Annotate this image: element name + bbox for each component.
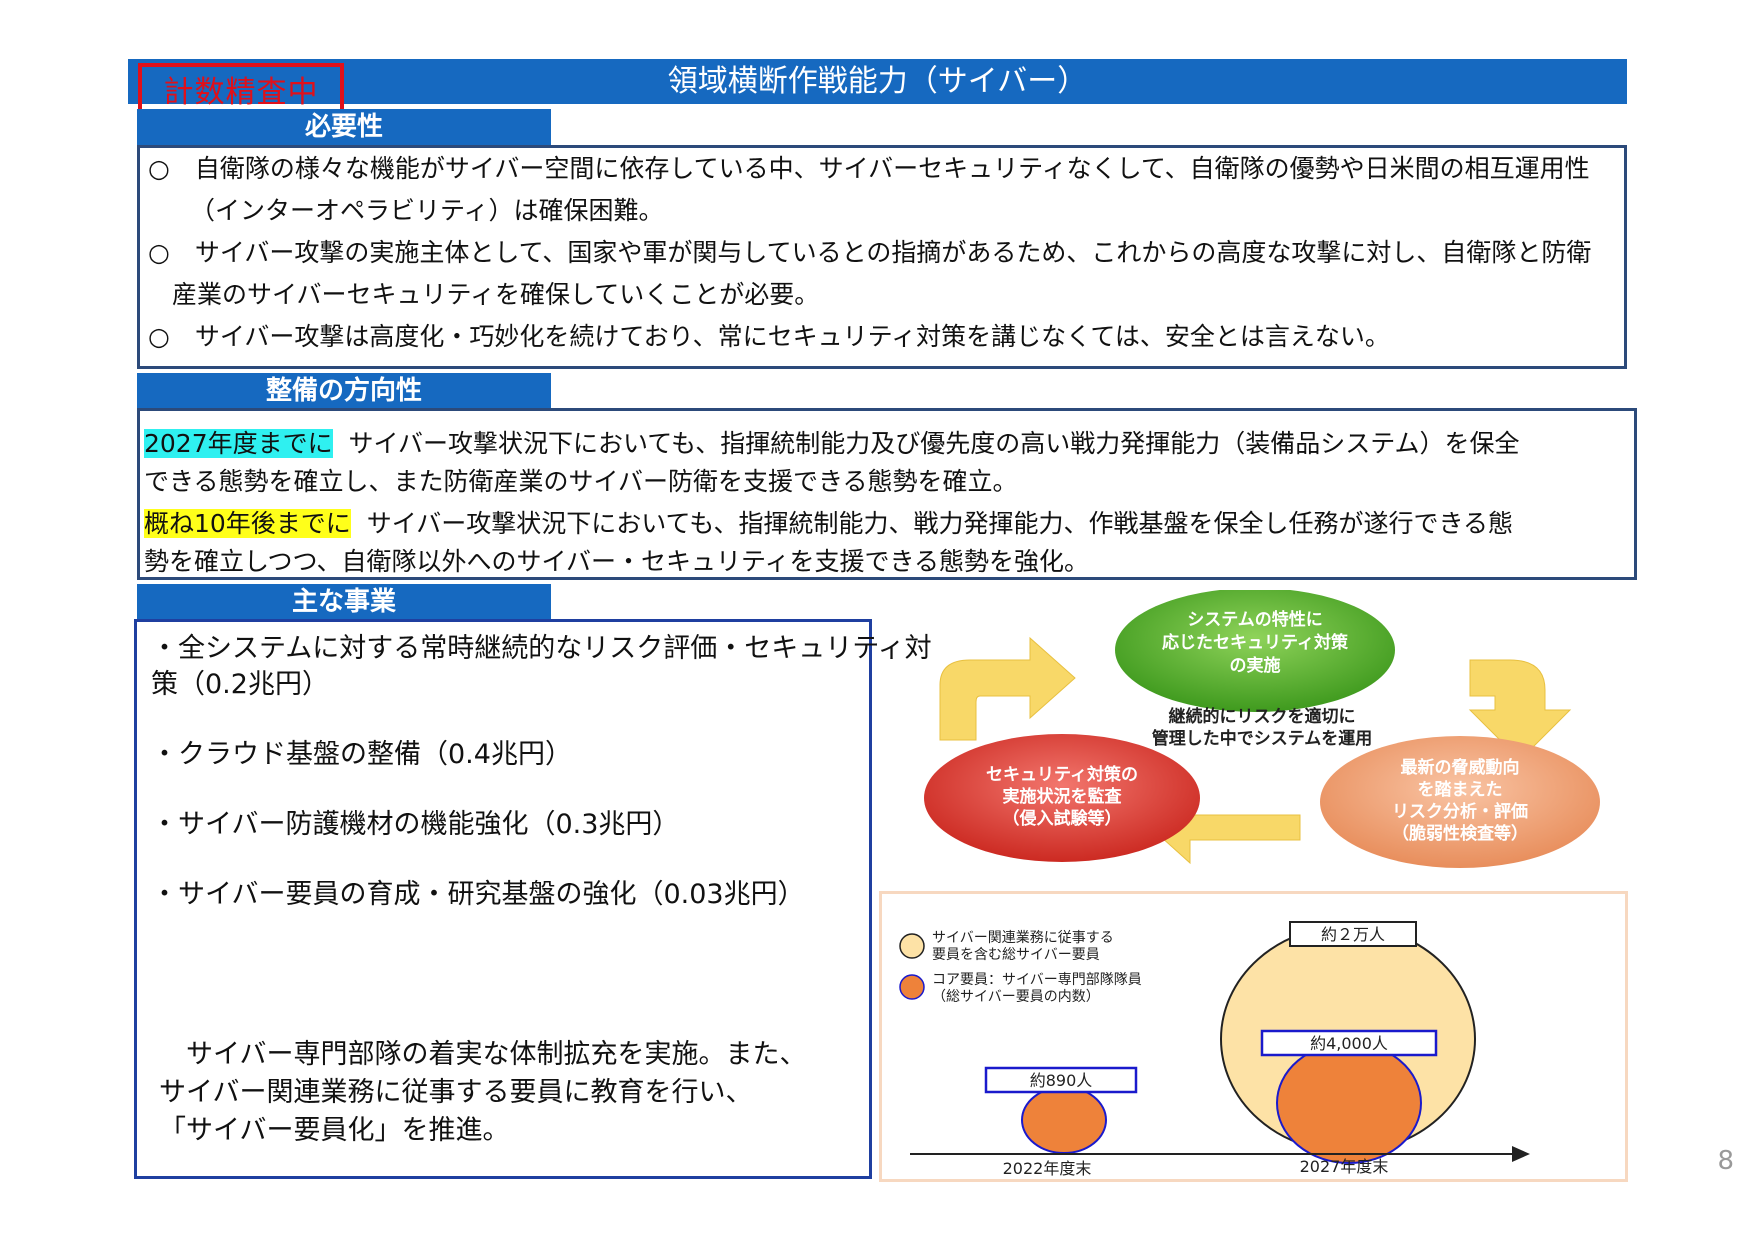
time-axis-arrowhead bbox=[1512, 1146, 1530, 1162]
direction-p2-line1: 概ね10年後までに サイバー攻撃状況下においても、指揮統制能力、戦力発揮能力、作… bbox=[144, 509, 1513, 538]
label-box-core-2022 bbox=[984, 1066, 1138, 1094]
direction-box: 2027年度までに サイバー攻撃状況下においても、指揮統制能力及び優先度の高い戦… bbox=[137, 408, 1637, 580]
label-total-2027: 約２万人 bbox=[1321, 925, 1385, 944]
necessity-line-1: ○ 自衛隊の様々な機能がサイバー空間に依存している中、サイバーセキュリティなくし… bbox=[148, 154, 1590, 183]
page-title: 領域横断作戦能力（サイバー） bbox=[667, 64, 1088, 99]
label-box-core-2027 bbox=[1260, 1029, 1438, 1057]
cycle-right-line-1: 最新の脅威動向 bbox=[1401, 757, 1520, 778]
personnel-panel: サイバー関連業務に従事する要員を含む総サイバー要員 コア要員：サイバー専門部隊隊… bbox=[879, 891, 1628, 1182]
necessity-line-2: （インターオペラビリティ）は確保困難。 bbox=[190, 196, 664, 225]
necessity-line-5: ○ サイバー攻撃は高度化・巧妙化を続けており、常にセキュリティ対策を講じなくては… bbox=[148, 322, 1390, 351]
section-heading-direction: 整備の方向性 bbox=[137, 373, 551, 409]
section-heading-necessity: 必要性 bbox=[137, 109, 551, 145]
cycle-center-line-2: 管理した中でシステムを運用 bbox=[1152, 728, 1373, 749]
project-item-1-cont: 策（0.2兆円） bbox=[151, 669, 329, 700]
cycle-center-line-1: 継続的にリスクを適切に bbox=[1169, 706, 1356, 727]
project-item-3: ・サイバー防護機材の機能強化（0.3兆円） bbox=[151, 809, 680, 840]
cycle-left-line-2: 実施状況を監査 bbox=[1003, 786, 1123, 807]
page-number: 8 bbox=[1717, 1146, 1734, 1176]
project-item-4: ・サイバー要員の育成・研究基盤の強化（0.03兆円） bbox=[151, 879, 805, 910]
direction-p2-line2: 勢を確立しつつ、自衛隊以外へのサイバー・セキュリティを支援できる態勢を強化。 bbox=[144, 547, 1090, 576]
note-line-1: サイバー専門部隊の着実な体制拡充を実施。また、 bbox=[159, 1039, 807, 1070]
cycle-top-line-2: 応じたセキュリティ対策 bbox=[1162, 632, 1349, 653]
cycle-right-line-2: を踏まえた bbox=[1418, 780, 1503, 800]
highlight-2027: 2027年度までに bbox=[144, 429, 333, 458]
cycle-right-line-3: リスク分析・評価 bbox=[1392, 801, 1528, 822]
cycle-right-line-4: （脆弱性検査等） bbox=[1392, 823, 1528, 844]
cycle-left-line-3: （侵入試験等） bbox=[1003, 808, 1122, 829]
label-core-2027: 約4,000人 bbox=[1310, 1034, 1388, 1053]
legend-total-swatch bbox=[899, 933, 925, 959]
necessity-box: ○ 自衛隊の様々な機能がサイバー空間に依存している中、サイバーセキュリティなくし… bbox=[137, 145, 1627, 369]
arrow-right-down bbox=[1468, 659, 1572, 761]
circle-top-green bbox=[1115, 590, 1395, 712]
label-core-2022: 約890人 bbox=[1030, 1071, 1093, 1090]
circle-core-2022 bbox=[1021, 1086, 1107, 1154]
cycle-top-line-3: の実施 bbox=[1230, 655, 1281, 676]
projects-box: ・全システムに対する常時継続的なリスク評価・セキュリティ対 策（0.2兆円） ・… bbox=[134, 619, 932, 1179]
section-heading-projects: 主な事業 bbox=[137, 584, 551, 620]
cycle-left-line-1: セキュリティ対策の bbox=[986, 764, 1138, 785]
legend-core-text: コア要員：サイバー専門部隊隊員（総サイバー要員の内数） bbox=[932, 972, 1142, 1005]
direction-p1-line2: できる態勢を確立し、また防衛産業のサイバー防衛を支援できる態勢を確立。 bbox=[144, 467, 1018, 496]
label-box-total-2027 bbox=[1289, 921, 1417, 947]
circle-core-2027 bbox=[1276, 1042, 1422, 1164]
direction-p1-line1: 2027年度までに サイバー攻撃状況下においても、指揮統制能力及び優先度の高い戦… bbox=[144, 429, 1520, 458]
legend-core-swatch bbox=[899, 974, 925, 1000]
project-item-2: ・クラウド基盤の整備（0.4兆円） bbox=[151, 739, 572, 770]
circle-left-red bbox=[924, 734, 1200, 862]
necessity-line-3: ○ サイバー攻撃の実施主体として、国家や軍が関与しているとの指摘があるため、これ… bbox=[148, 238, 1592, 267]
axis-label-2022: 2022年度末 bbox=[1003, 1159, 1092, 1178]
legend-core-line-2: （総サイバー要員の内数） bbox=[932, 989, 1100, 1005]
arrow-left-up bbox=[939, 636, 1076, 741]
note-line-2: サイバー関連業務に従事する要員に教育を行い、 bbox=[159, 1077, 753, 1108]
highlight-10years: 概ね10年後までに bbox=[144, 509, 351, 538]
title-bar: 領域横断作戦能力（サイバー） bbox=[128, 59, 1627, 104]
project-item-1: ・全システムに対する常時継続的なリスク評価・セキュリティ対 bbox=[151, 633, 932, 664]
legend-total-line-1: サイバー関連業務に従事する bbox=[932, 930, 1114, 946]
necessity-line-4: 産業のサイバーセキュリティを確保していくことが必要。 bbox=[172, 280, 820, 309]
cycle-top-line-1: システムの特性に bbox=[1187, 609, 1323, 630]
axis-label-2027: 2027年度末 bbox=[1300, 1157, 1389, 1176]
note-line-3: 「サイバー要員化」を推進。 bbox=[159, 1115, 510, 1146]
circle-right-orange bbox=[1320, 736, 1600, 868]
legend-core-line-1: コア要員：サイバー専門部隊隊員 bbox=[932, 972, 1142, 988]
legend-total-line-2: 要員を含む総サイバー要員 bbox=[932, 947, 1100, 963]
